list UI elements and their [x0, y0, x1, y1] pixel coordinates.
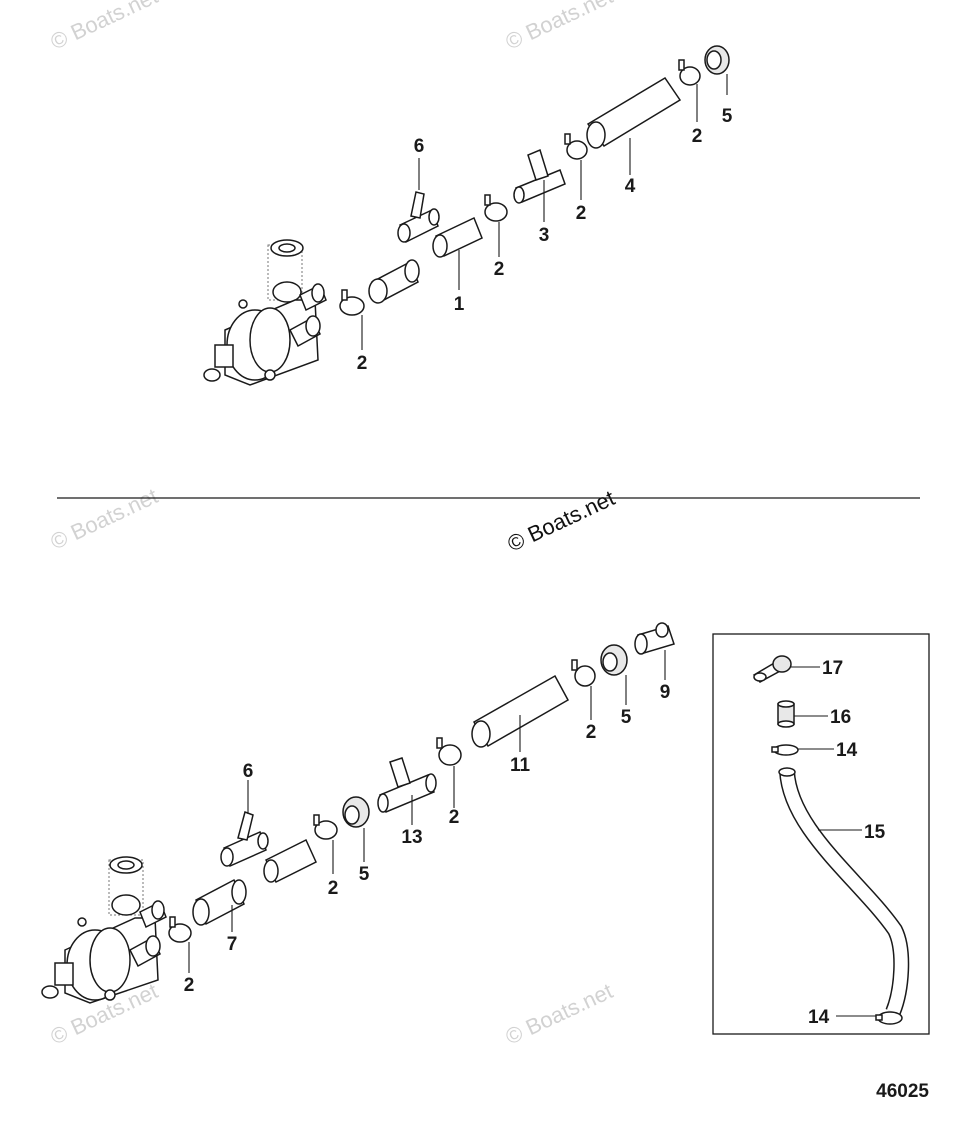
- fitting-part-5: [342, 796, 370, 828]
- sea-water-pump-bottom: [41, 856, 167, 1004]
- callout-label: 2: [576, 203, 587, 224]
- hose-part-7: [192, 878, 247, 926]
- fitting-part-5: [704, 45, 730, 75]
- drain-hose-part-15: [778, 767, 910, 1016]
- hose-segment: [263, 838, 317, 884]
- callout-label: 14: [836, 740, 858, 761]
- watermark: © Boats.net: [47, 0, 162, 55]
- fitting-part-6: [397, 191, 440, 244]
- hose-clamp: [313, 814, 338, 840]
- hose-part-11: [471, 674, 570, 748]
- sea-water-pump-top: [203, 239, 327, 386]
- callout-label: 13: [401, 827, 422, 848]
- hose-clamp: [339, 289, 365, 316]
- callout-label: 6: [243, 761, 254, 782]
- hose-clamp: [168, 916, 192, 943]
- callout-label: 9: [660, 682, 671, 703]
- hose-clamp: [484, 194, 508, 222]
- tee-fitting-part-13: [377, 757, 437, 813]
- hose-part-4: [586, 76, 682, 149]
- hose-clamp: [564, 133, 588, 160]
- callout-label: 2: [494, 259, 505, 280]
- callout-label: 14: [808, 1007, 830, 1028]
- watermark: © Boats.net: [502, 978, 617, 1049]
- hose-part-1: [368, 259, 420, 304]
- callout-label: 6: [414, 136, 425, 157]
- cap-part-17: [752, 655, 792, 683]
- diagram-number: 46025: [876, 1081, 929, 1102]
- callout-label: 3: [539, 225, 550, 246]
- top-assembly: 6 5 2 4 2 3 2 1 2: [203, 45, 733, 386]
- bottom-assembly: 9 5 2 11 6 2 13 5 2 7 2: [41, 622, 675, 1004]
- callout-label: 11: [510, 755, 531, 776]
- callout-label: 16: [830, 707, 851, 728]
- callout-label: 5: [722, 106, 733, 127]
- callout-label: 7: [227, 934, 238, 955]
- kit-box-frame: [712, 633, 930, 1035]
- callout-label: 1: [454, 294, 465, 315]
- hose-clamp: [571, 659, 596, 687]
- fitting-part-6: [220, 811, 269, 868]
- callout-label: 15: [864, 822, 886, 843]
- clamp-part-14: [771, 744, 799, 756]
- callout-label: 4: [625, 176, 636, 197]
- callout-label: 17: [822, 658, 843, 679]
- callout-label: 2: [184, 975, 195, 996]
- drain-kit-box: 17 16 14 15 14: [712, 633, 930, 1035]
- tee-fitting-part-3: [513, 148, 566, 204]
- callout-label: 2: [692, 126, 703, 147]
- hose-segment: [432, 216, 483, 258]
- watermark-main: © Boats.net: [504, 485, 619, 556]
- callout-label: 5: [621, 707, 632, 728]
- callout-label: 2: [586, 722, 597, 743]
- fitting-part-5: [600, 644, 628, 676]
- callout-label: 5: [359, 864, 370, 885]
- watermark: © Boats.net: [502, 0, 617, 55]
- clamp-part-14: [875, 1011, 903, 1025]
- watermark: © Boats.net: [47, 483, 162, 554]
- callout-label: 2: [357, 353, 368, 374]
- hose-clamp: [436, 737, 462, 766]
- fitting-part-9: [634, 622, 675, 655]
- callout-label: 2: [328, 878, 339, 899]
- fitting-part-16: [777, 700, 795, 728]
- callout-label: 2: [449, 807, 460, 828]
- hose-clamp: [678, 59, 701, 86]
